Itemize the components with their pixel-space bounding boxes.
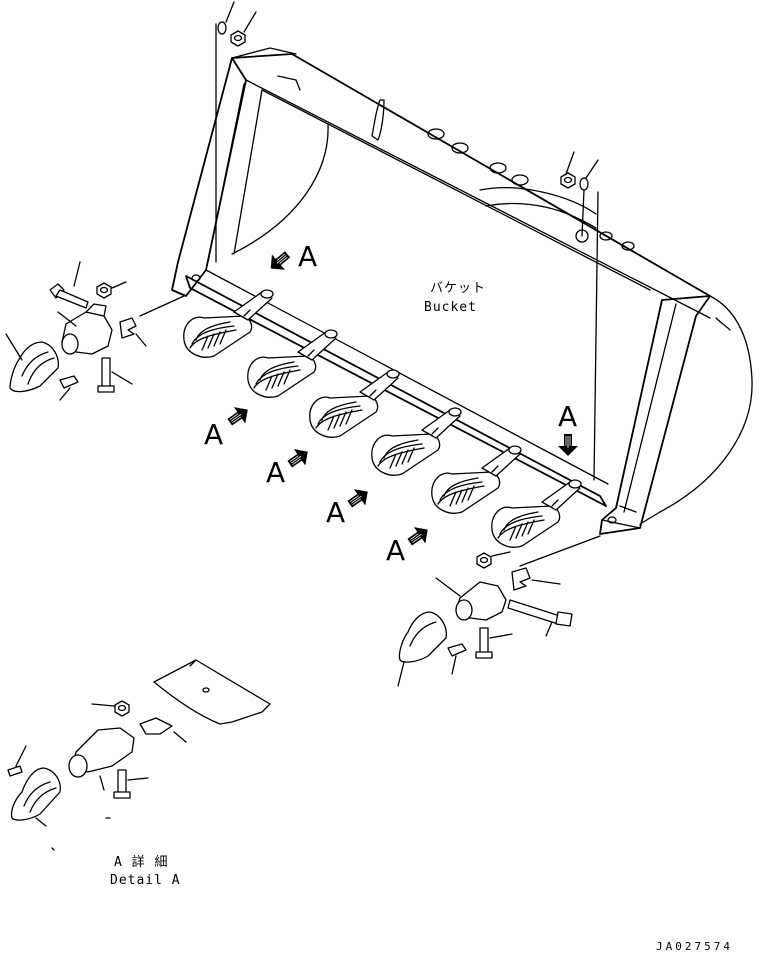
view-markers: A A A A A A (204, 240, 577, 567)
detail-label-en: Detail A (110, 873, 181, 888)
view-marker-a: A (386, 534, 405, 567)
view-marker-a: A (204, 418, 223, 451)
bucket-label-jp: バケット (430, 281, 486, 296)
view-marker-a: A (558, 400, 577, 433)
arrow-icon (557, 433, 579, 457)
drawing-code: JA027574 (656, 940, 733, 953)
arrow-icon (403, 520, 434, 551)
tooth-2 (247, 329, 338, 398)
bucket-body (171, 47, 753, 535)
bucket-label-en: Bucket (424, 300, 477, 315)
bucket-top-fasteners (215, 1, 599, 481)
cutting-edge (185, 275, 607, 507)
detail-label-jp: A 詳 細 (114, 854, 168, 870)
view-marker-a: A (326, 496, 345, 529)
right-exploded-parts (397, 535, 601, 687)
bucket-right-plate (599, 295, 711, 535)
arrow-icon (283, 442, 314, 473)
view-marker-a: A (266, 456, 285, 489)
view-marker-a: A (298, 240, 317, 273)
arrow-icon (223, 400, 254, 431)
tooth-3 (309, 369, 400, 438)
detail-a-parts (7, 659, 271, 851)
tooth-4 (371, 407, 462, 476)
arrow-icon (343, 482, 374, 513)
left-exploded-parts (5, 261, 185, 401)
tooth-6 (491, 479, 582, 548)
tooth-5 (431, 445, 522, 514)
arrow-icon (263, 246, 295, 277)
